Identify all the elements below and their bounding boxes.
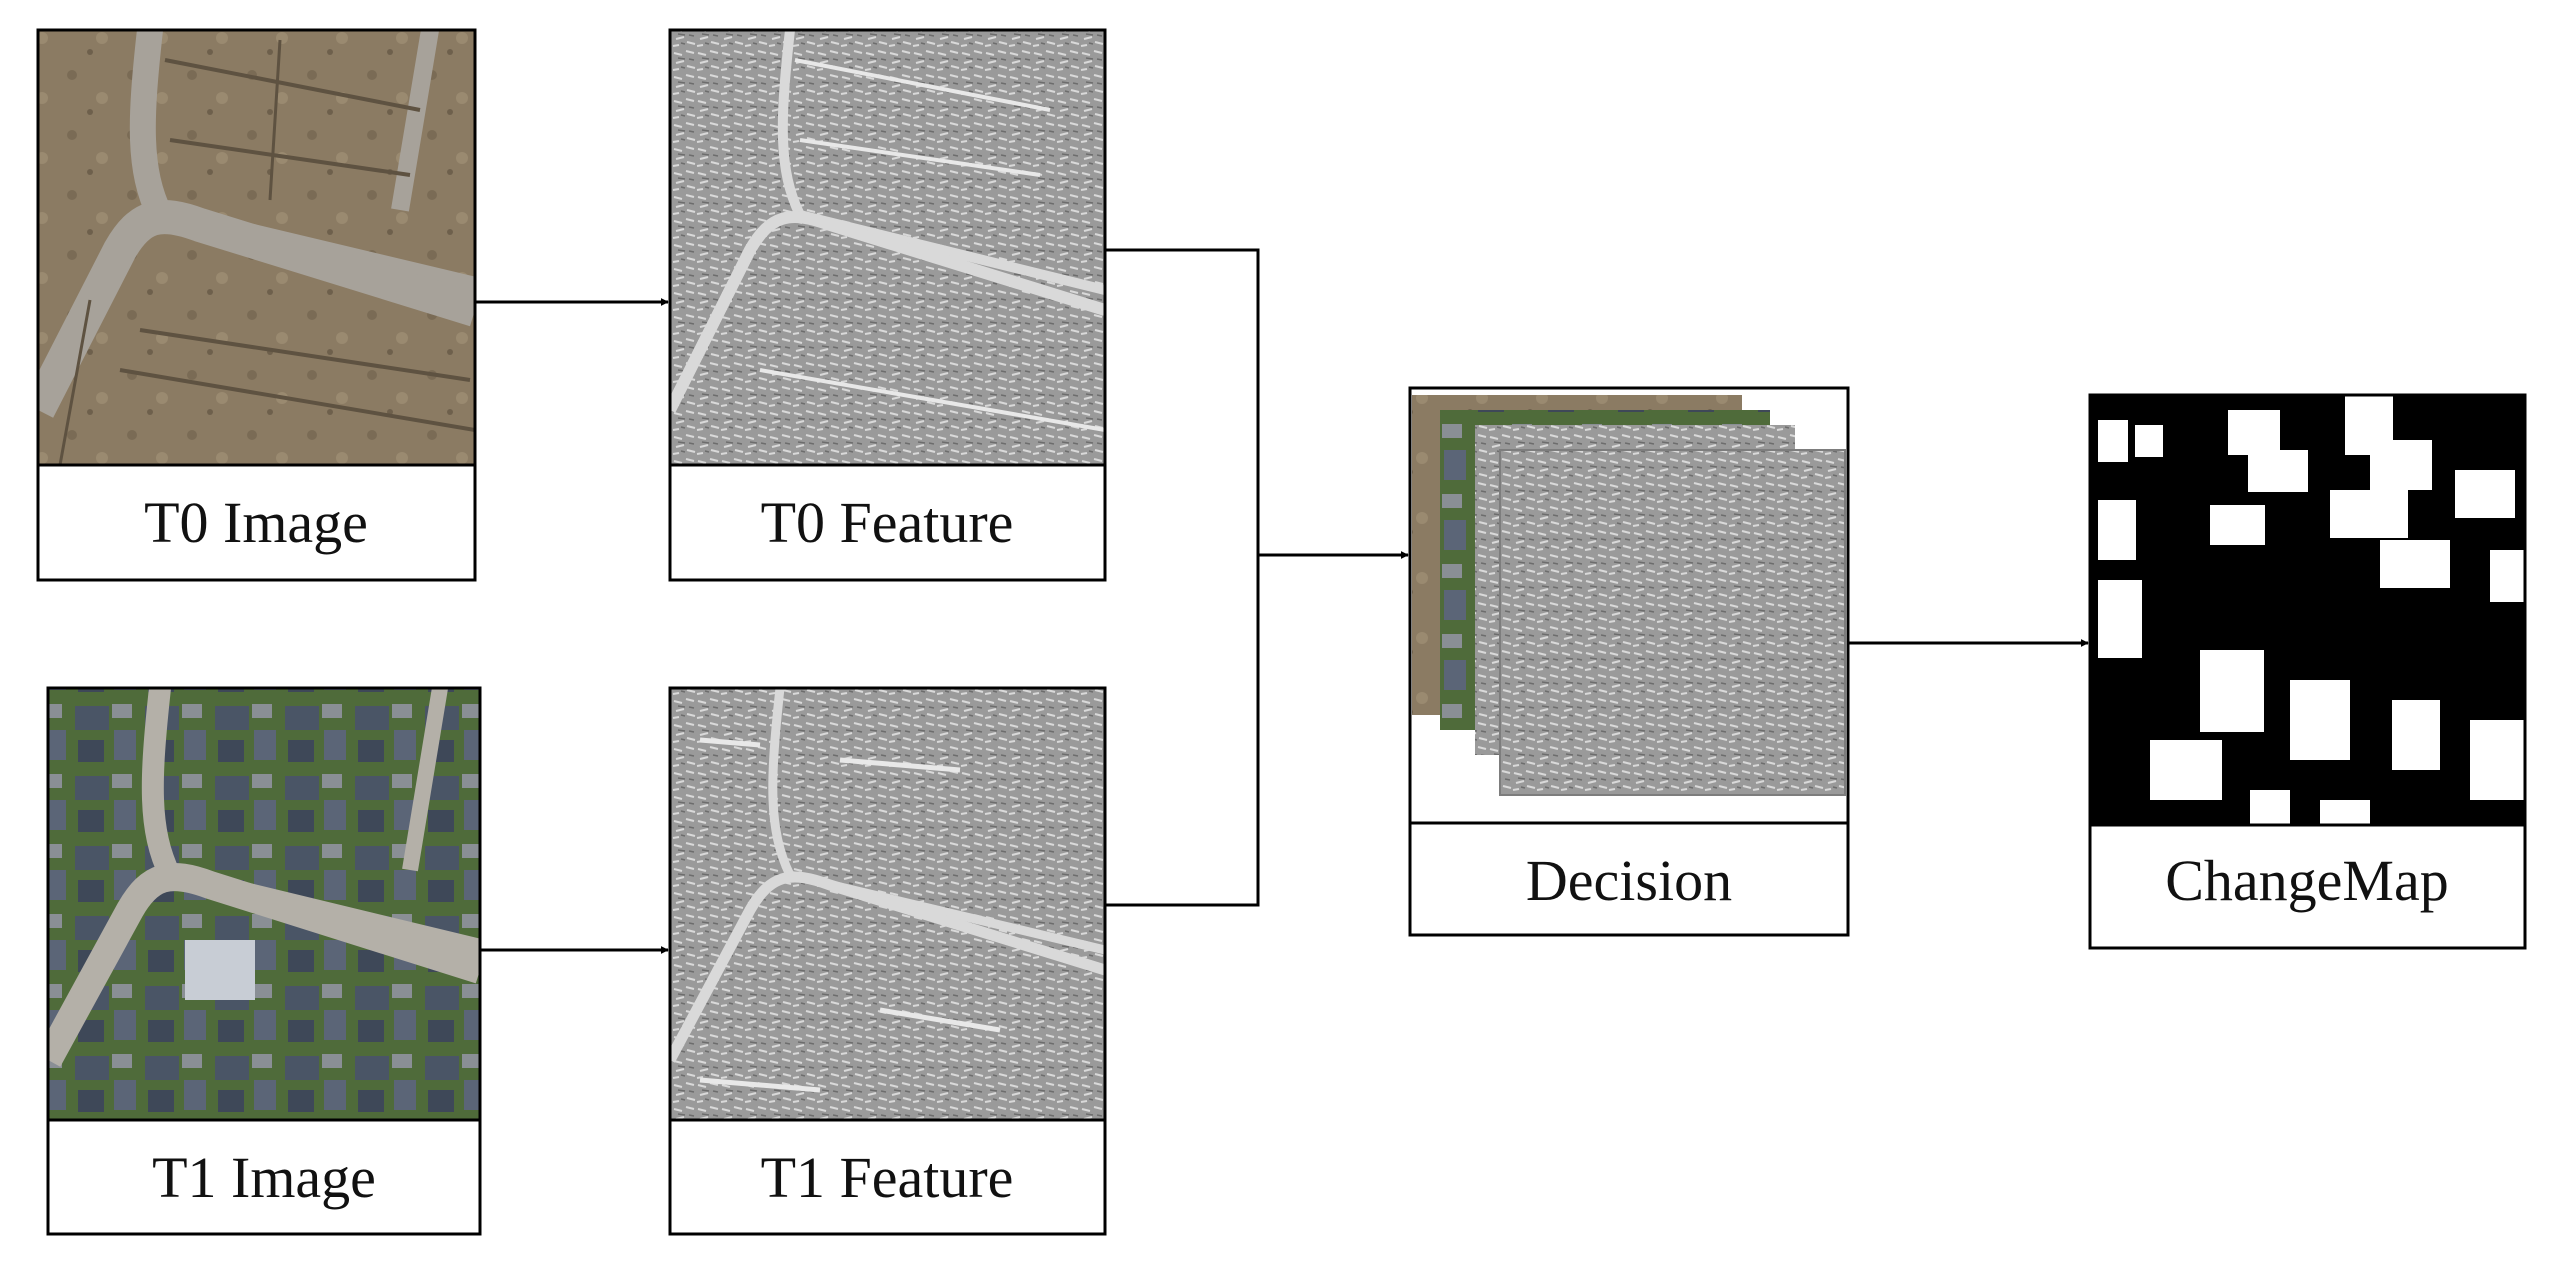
change-map-binary-mask	[2090, 395, 2525, 825]
t1-feature-node: T1 Feature	[668, 686, 1107, 1236]
t0-feature-caption: T0 Feature	[761, 490, 1014, 555]
change-map-caption: ChangeMap	[2165, 848, 2449, 913]
change-map-node: ChangeMap	[2088, 393, 2527, 950]
decision-node: Decision	[1408, 386, 1850, 937]
t0-feature-node: T0 Feature	[668, 28, 1107, 582]
t1-feature-map	[670, 688, 1105, 1120]
connector-t1-feature-to-merge	[1106, 555, 1260, 907]
connector-t0-feature-to-merge	[1106, 248, 1260, 555]
t1-image-caption: T1 Image	[152, 1145, 376, 1210]
t0-feature-map	[670, 30, 1105, 465]
t0-image-caption: T0 Image	[144, 490, 368, 555]
t1-feature-caption: T1 Feature	[761, 1145, 1014, 1210]
decision-caption: Decision	[1526, 848, 1732, 913]
t0-aerial-image	[38, 30, 475, 465]
t1-image-node: T1 Image	[46, 686, 482, 1236]
t0-image-node: T0 Image	[36, 28, 477, 582]
decision-stacked-layers	[1410, 388, 1848, 823]
decision-layer-t1-feature	[1499, 449, 1846, 796]
t1-aerial-image	[48, 688, 480, 1120]
